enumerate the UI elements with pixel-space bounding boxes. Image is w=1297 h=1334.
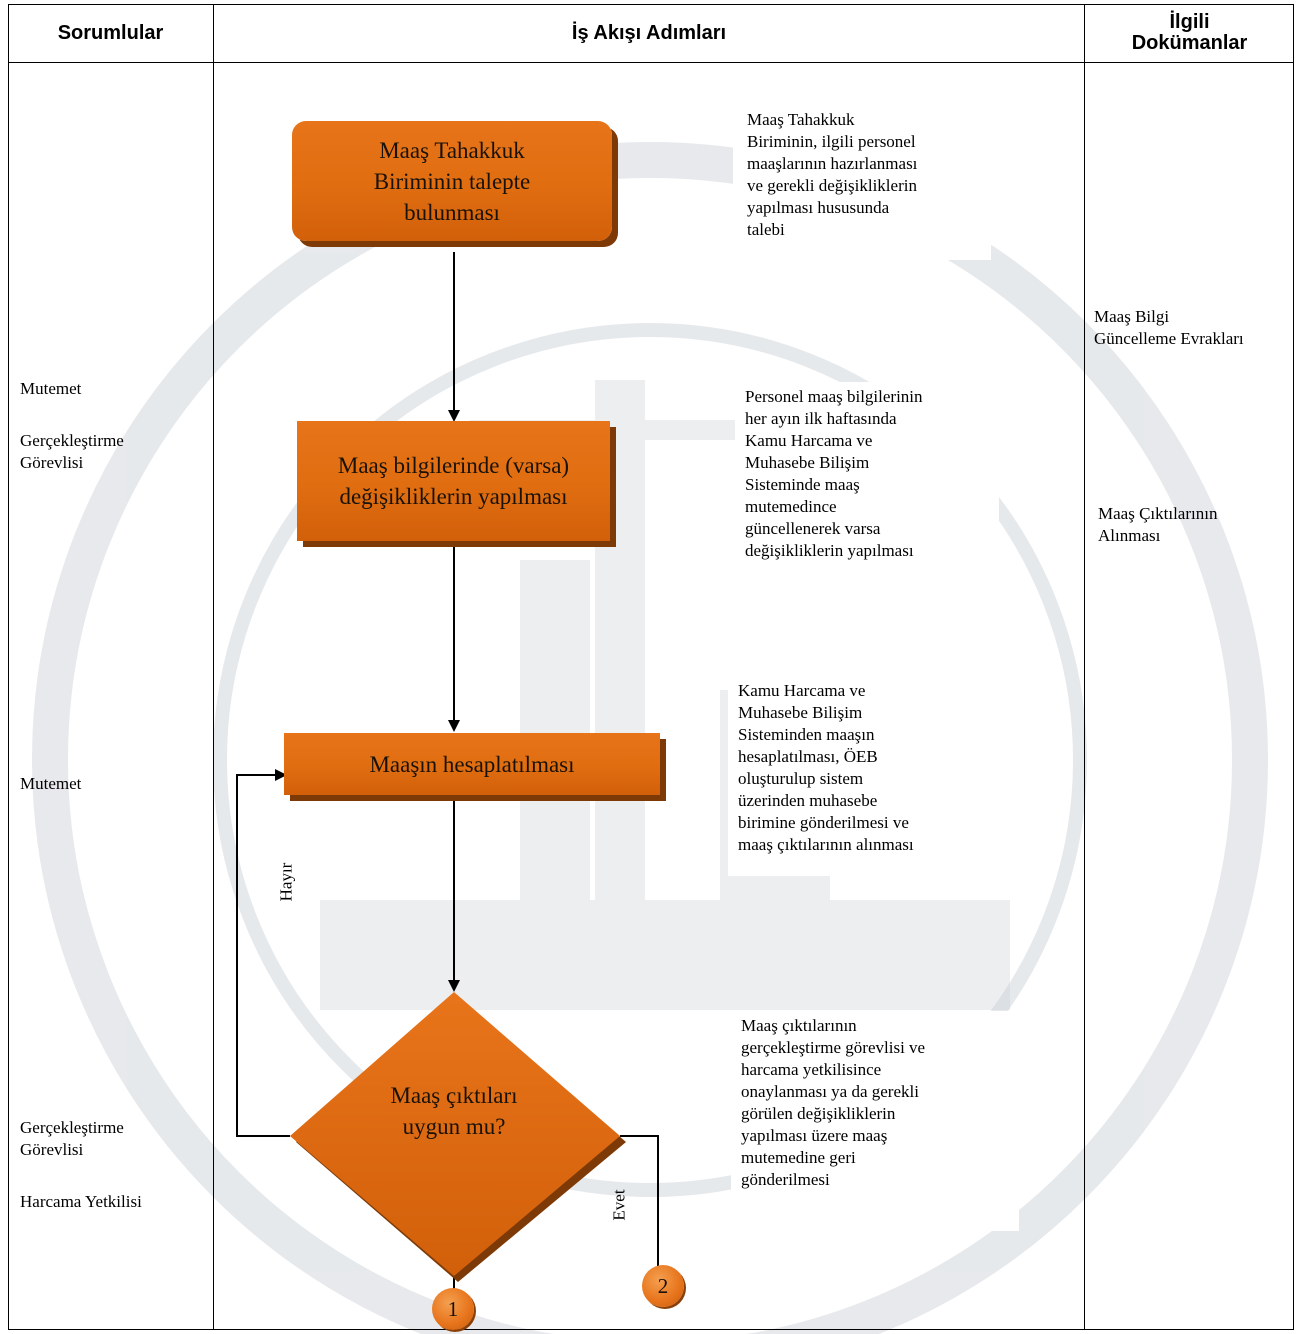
step-update-salary-info: Maaş bilgilerinde (varsa) değişiklikleri…	[297, 421, 610, 541]
step-update-salary-info-line2: değişikliklerin yapılması	[339, 484, 568, 509]
header-responsibles: Sorumlular	[57, 21, 164, 44]
header-related-documents-line2: Dokümanlar	[1131, 32, 1248, 54]
document-salary-update-forms: Maaş Bilgi Güncelleme Evrakları	[1094, 306, 1244, 350]
document-line: Güncelleme Evrakları	[1094, 329, 1244, 348]
note-approval-line: Maaş çıktılarının	[741, 1016, 857, 1035]
step-request-line3: bulunması	[404, 199, 500, 225]
off-page-connector-1: 1	[432, 1288, 474, 1330]
note-update-line: her ayın ilk haftasında	[745, 409, 897, 428]
step-update-salary-info-line1: Maaş bilgilerinde (varsa)	[337, 453, 570, 478]
responsible-harcama-yetkilisi: Harcama Yetkilisi	[20, 1192, 142, 1211]
document-line: Maaş Bilgi	[1094, 307, 1170, 326]
no-label: Hayır	[276, 862, 296, 902]
note-update-line: güncellenerek varsa	[745, 519, 881, 538]
note-calculate-line: oluşturulup sistem	[738, 769, 864, 788]
document-salary-printouts: Maaş Çıktılarının Alınması	[1098, 503, 1217, 547]
note-calculate-line: maaş çıktılarının alınması	[738, 835, 914, 854]
step-calculate-salary: Maaşın hesaplatılması	[284, 733, 660, 795]
note-update-line: Sisteminde maaş	[745, 475, 860, 494]
note-calculate-line: birimine gönderilmesi ve	[738, 813, 909, 832]
note-approval: Maaş çıktılarının gerçekleştirme görevli…	[731, 1011, 1019, 1231]
note-approval-line: görülen değişikliklerin	[741, 1104, 896, 1123]
document-line: Alınması	[1098, 526, 1161, 545]
step-request-line1: Maaş Tahakkuk	[379, 137, 525, 163]
responsible-gerceklestirme-line2: Görevlisi	[20, 1140, 84, 1159]
responsible-gerceklestirme: Gerçekleştirme Görevlisi	[20, 430, 124, 474]
note-update-line: mutemedince	[745, 497, 837, 516]
yes-label: Evet	[609, 1189, 629, 1221]
note-request-line: talebi	[747, 220, 785, 239]
note-request-line: yapılması hususunda	[747, 198, 890, 217]
line-decision-connector2	[620, 1135, 659, 1270]
note-update-line: Personel maaş bilgilerinin	[745, 387, 923, 406]
note-approval-line: onaylanması ya da gerekli	[741, 1082, 919, 1101]
note-approval-line: harcama yetkilisince	[741, 1060, 882, 1079]
responsible-gerceklestirme-line1: Gerçekleştirme	[20, 1118, 124, 1137]
document-line: Maaş Çıktılarının	[1098, 504, 1218, 523]
note-calculate-line: hesaplatılması, ÖEB	[738, 747, 878, 766]
responsible-gerceklestirme-line1: Gerçekleştirme	[20, 431, 124, 450]
note-update-salary-info: Personel maaş bilgilerinin her ayın ilk …	[735, 382, 999, 592]
step-request-line2: Biriminin talepte	[373, 168, 531, 194]
column-divider	[1084, 4, 1085, 1330]
note-calculate-line: üzerinden muhasebe	[738, 791, 878, 810]
note-approval-line: gerçekleştirme görevlisi ve	[741, 1038, 926, 1057]
note-request-line: Biriminin, ilgili personel	[747, 132, 916, 151]
note-update-line: Kamu Harcama ve	[745, 431, 873, 450]
header-related-documents: İlgili Dokümanlar	[1085, 4, 1294, 62]
responsible-mutemet: Mutemet	[20, 379, 82, 398]
step-request: Maaş Tahakkuk Biriminin talepte bulunmas…	[292, 121, 612, 241]
note-request: Maaş Tahakkuk Biriminin, ilgili personel…	[733, 105, 991, 260]
note-approval-line: mutemedine geri	[741, 1148, 856, 1167]
note-request-line: Maaş Tahakkuk	[747, 110, 855, 129]
note-approval-line: yapılması üzere maaş	[741, 1126, 888, 1145]
responsible-mutemet: Mutemet	[20, 774, 82, 793]
note-update-line: değişikliklerin yapılması	[745, 541, 914, 560]
header-related-documents-line1: İlgili	[1169, 11, 1210, 33]
note-approval-line: gönderilmesi	[741, 1170, 830, 1189]
responsible-gerceklestirme: Gerçekleştirme Görevlisi	[20, 1117, 124, 1161]
decision-label-line2: uygun mu?	[402, 1114, 506, 1139]
note-calculate-line: Sisteminden maaşın	[738, 725, 875, 744]
note-request-line: ve gerekli değişikliklerin	[747, 176, 917, 195]
note-calculate-line: Muhasebe Bilişim	[738, 703, 863, 722]
arrow-no-loop	[236, 769, 290, 1137]
off-page-connector-2: 2	[642, 1265, 684, 1307]
table-frame	[8, 4, 1294, 1330]
responsible-gerceklestirme-line2: Görevlisi	[20, 453, 84, 472]
note-calculate-line: Kamu Harcama ve	[738, 681, 866, 700]
note-request-line: maaşlarının hazırlanması	[747, 154, 918, 173]
header-divider	[8, 62, 1294, 63]
header-workflow-steps: İş Akışı Adımları	[571, 21, 727, 44]
decision-label-line1: Maaş çıktıları	[390, 1083, 518, 1108]
note-update-line: Muhasebe Bilişim	[745, 453, 870, 472]
decision-label: Maaş çıktıları uygun mu?	[340, 1080, 568, 1142]
column-divider	[213, 4, 214, 1330]
note-calculate-salary: Kamu Harcama ve Muhasebe Bilişim Sistemi…	[728, 676, 982, 876]
